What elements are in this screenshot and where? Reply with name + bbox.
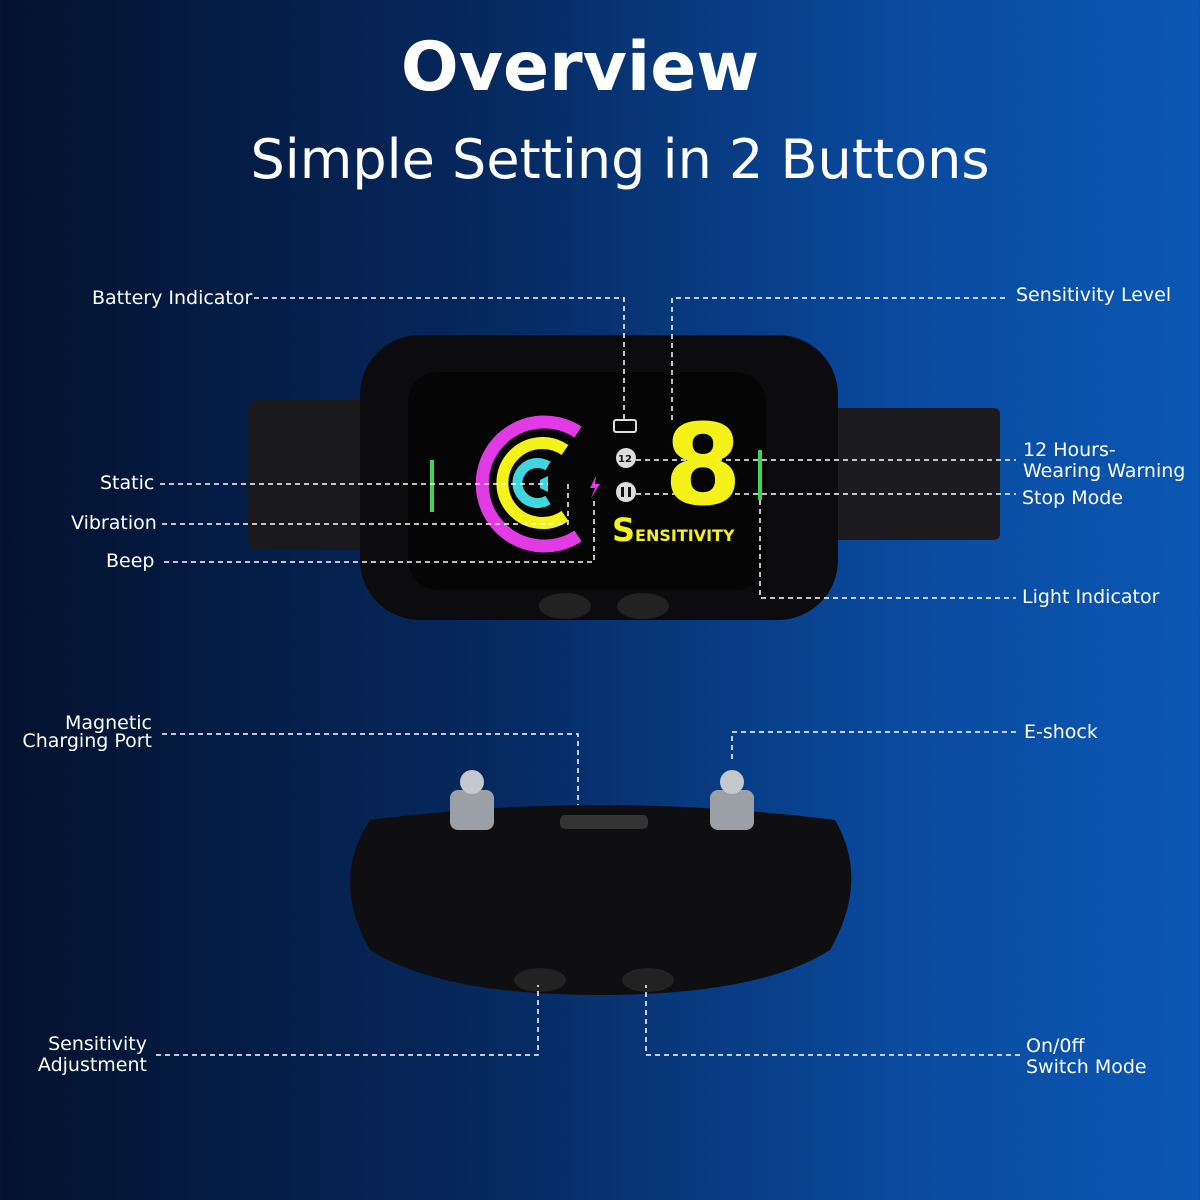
label-wearing-warning: 12 Hours-Wearing Warning — [1023, 440, 1185, 482]
label-light-indicator: Light Indicator — [1022, 586, 1160, 608]
speaker-icon — [540, 476, 548, 492]
label-wearing-warning-line1: 12 Hours- — [1023, 439, 1116, 461]
stop-mode-icon — [616, 482, 636, 502]
mode-button-top — [617, 593, 669, 619]
label-stop-mode: Stop Mode — [1022, 487, 1124, 509]
label-sens-adj-line2: Adjustment — [37, 1054, 147, 1076]
page-subtitle: Simple Setting in 2 Buttons — [250, 128, 990, 191]
static-icon — [475, 415, 582, 553]
sensitivity-word: SENSITIVITY — [612, 514, 735, 546]
leader-lines — [156, 297, 1020, 1056]
label-sensitivity-level: Sensitivity Level — [1016, 284, 1172, 306]
timer-12-icon — [616, 448, 636, 468]
charging-port — [560, 815, 648, 829]
page-title: Overview — [400, 28, 760, 107]
timer-12-text: 12 — [618, 454, 632, 465]
sensitivity-rest: ENSITIVITY — [635, 526, 735, 545]
lcd-screen — [408, 372, 766, 590]
label-battery-indicator: Battery Indicator — [92, 287, 253, 309]
lightning-icon — [590, 476, 600, 498]
label-vibration: Vibration — [71, 512, 157, 534]
vibration-icon — [496, 437, 569, 529]
battery-icon — [613, 419, 637, 433]
sensitivity-initial: S — [612, 511, 636, 549]
label-wearing-warning-line2: Wearing Warning — [1023, 460, 1186, 482]
beep-icon — [512, 458, 551, 508]
label-onoff-line1: On/0ff — [1026, 1035, 1085, 1057]
eshock-probe-left — [450, 790, 494, 830]
label-charging-line1: Magnetic — [64, 712, 152, 734]
label-charging-line2: Charging Port — [22, 730, 152, 752]
label-sens-adj-line1: Sensitivity — [48, 1033, 147, 1055]
sensitivity-button-top — [539, 593, 591, 619]
label-eshock: E-shock — [1024, 721, 1098, 743]
collar-device-bottom — [350, 805, 852, 995]
eshock-probe-right — [710, 790, 754, 830]
label-onoff-line2: Switch Mode — [1026, 1056, 1147, 1078]
label-beep: Beep — [106, 550, 155, 572]
collar-strap-left — [248, 400, 378, 550]
label-static: Static — [100, 472, 155, 494]
collar-strap-right — [820, 408, 1000, 540]
sensitivity-digit: 8 — [664, 401, 742, 531]
